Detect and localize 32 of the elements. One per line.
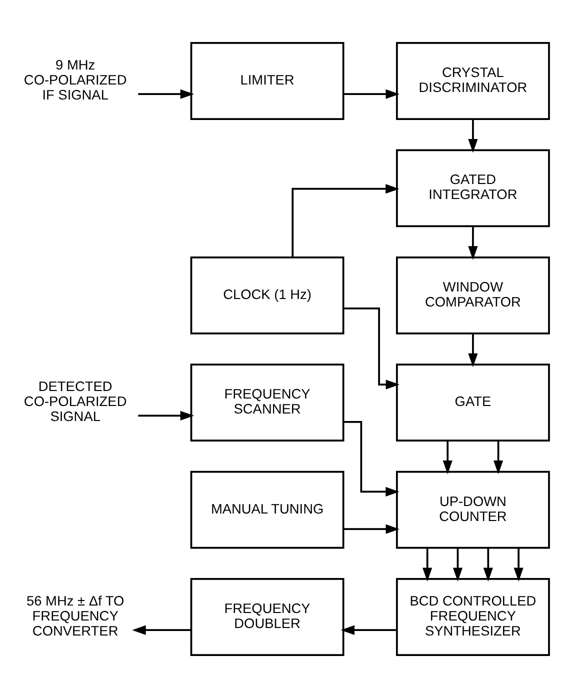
node-box: BCD CONTROLLED FREQUENCY SYNTHESIZER	[396, 578, 550, 656]
node-box: GATE	[396, 363, 550, 442]
arrow	[468, 333, 478, 367]
arrow	[344, 88, 400, 98]
node-box: UP-DOWN COUNTER	[396, 470, 550, 548]
node-box: LIMITER	[190, 42, 344, 120]
arrow	[483, 547, 493, 581]
arrow	[132, 624, 191, 634]
arrow	[514, 547, 524, 581]
arrow	[292, 184, 400, 256]
arrow	[344, 524, 400, 534]
arrow	[442, 440, 452, 474]
arrow	[344, 307, 400, 389]
node-box: MANUAL TUNING	[190, 470, 344, 548]
arrow	[344, 420, 400, 496]
node-text: 9 MHz CO-POLARIZED IF SIGNAL	[24, 57, 127, 102]
node-text: 56 MHz ± Δf TO FREQUENCY CONVERTER	[26, 593, 124, 638]
arrow	[138, 88, 194, 98]
arrow	[468, 118, 478, 152]
arrow	[494, 440, 504, 474]
node-box: FREQUENCY DOUBLER	[190, 578, 344, 656]
arrow	[468, 226, 478, 260]
node-box: CRYSTAL DISCRIMINATOR	[396, 42, 550, 120]
node-box: CLOCK (1 Hz)	[190, 256, 344, 334]
node-box: FREQUENCY SCANNER	[190, 363, 344, 442]
arrow	[138, 410, 194, 420]
node-box: WINDOW COMPARATOR	[396, 256, 550, 334]
node-box: GATED INTEGRATOR	[396, 148, 550, 227]
arrow	[422, 547, 432, 581]
arrow	[340, 624, 396, 634]
node-text: DETECTED CO-POLARIZED SIGNAL	[24, 378, 127, 424]
arrow	[452, 547, 463, 581]
